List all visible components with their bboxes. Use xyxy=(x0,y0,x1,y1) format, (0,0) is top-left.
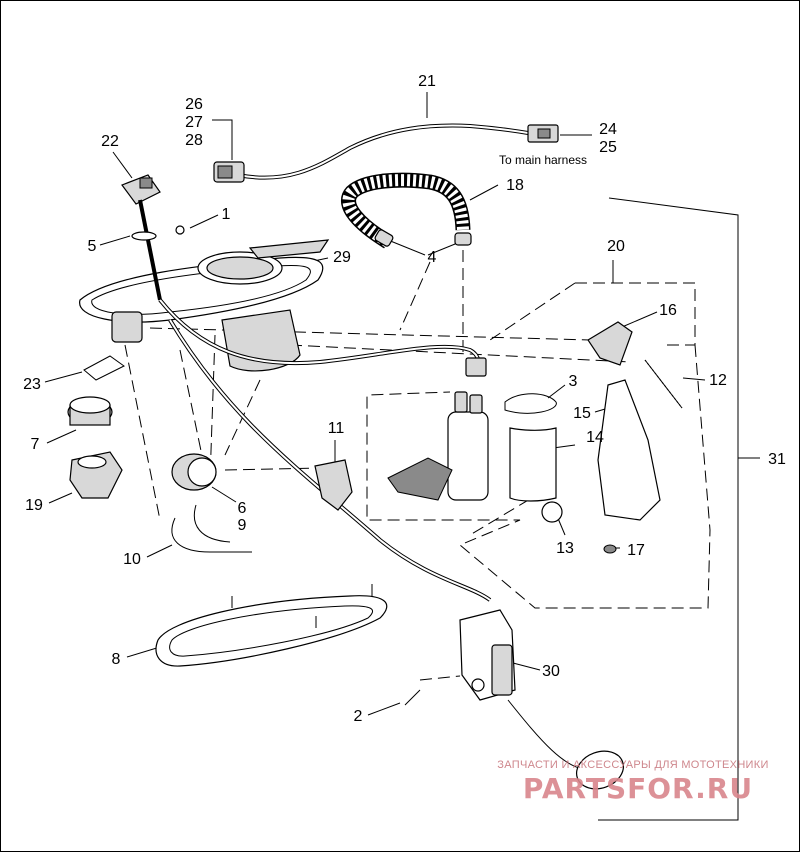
bracket-15 xyxy=(597,379,661,521)
heat-shield-29 xyxy=(248,239,330,259)
callout-7: 7 xyxy=(31,436,40,453)
hose-9 xyxy=(193,504,231,543)
internal-wiring xyxy=(158,298,492,602)
callout-24: 24 xyxy=(599,121,617,138)
callout-28: 28 xyxy=(185,132,203,149)
fuel-hose-18 xyxy=(341,172,472,249)
hose-10 xyxy=(171,517,252,553)
callout-22: 22 xyxy=(101,133,119,150)
callout-2: 2 xyxy=(354,708,363,725)
callout-16: 16 xyxy=(659,302,677,319)
watermark-brand: PARTSFOR.RU xyxy=(523,772,753,805)
callout-18: 18 xyxy=(506,177,524,194)
callout-9: 9 xyxy=(238,517,247,534)
callout-17: 17 xyxy=(627,542,645,559)
callout-8: 8 xyxy=(112,651,121,668)
screw-2 xyxy=(404,689,421,706)
pump-flange-plate xyxy=(79,225,330,372)
callout-21: 21 xyxy=(418,73,436,90)
callout-19: 19 xyxy=(25,497,43,514)
callout-14: 14 xyxy=(586,429,604,446)
callout-6: 6 xyxy=(238,500,247,517)
regulator-components xyxy=(67,355,252,553)
hose-clamp-4a xyxy=(374,229,394,247)
fuel-level-sender-30 xyxy=(404,609,624,790)
callout-23: 23 xyxy=(23,376,41,393)
pump-sleeve-14 xyxy=(509,427,557,502)
callout-13: 13 xyxy=(556,540,574,557)
to-main-harness-note: To main harness xyxy=(499,153,587,167)
callout-15: 15 xyxy=(573,405,591,422)
pump-wire-connector xyxy=(465,357,487,377)
float xyxy=(576,750,624,790)
callout-1: 1 xyxy=(222,206,231,223)
callout-3: 3 xyxy=(569,373,578,390)
o-ring-5 xyxy=(131,231,157,241)
pump-clamp-3 xyxy=(504,393,557,414)
callout-26: 26 xyxy=(185,96,203,113)
callout-31: 31 xyxy=(768,451,786,468)
callout-5: 5 xyxy=(88,238,97,255)
wire-harness-21 xyxy=(213,123,559,183)
leader-lines xyxy=(44,92,760,821)
watermark: ЗАПЧАСТИ И АКСЕССУАРЫ ДЛЯ МОТОТЕХНИКИ PA… xyxy=(497,759,768,805)
gasket-8 xyxy=(155,584,388,667)
shield-11 xyxy=(314,459,353,511)
retainer-13 xyxy=(541,501,563,523)
hose-clamp-4b xyxy=(454,232,472,246)
pump-bracket xyxy=(587,321,683,554)
clip-23 xyxy=(83,355,125,381)
callout-labels: 21 26 27 28 24 25 To main harness 22 18 … xyxy=(23,73,786,725)
screw-1 xyxy=(175,225,185,235)
bracket-16 xyxy=(587,321,633,366)
callout-29: 29 xyxy=(333,249,351,266)
fuel-pump-body xyxy=(447,411,489,501)
sensor-22 xyxy=(121,174,162,301)
callout-30: 30 xyxy=(542,663,560,680)
fuel-pump-assembly xyxy=(387,391,563,523)
callout-4: 4 xyxy=(428,249,437,266)
callout-27: 27 xyxy=(185,114,203,131)
nut-17 xyxy=(603,544,617,554)
callout-11: 11 xyxy=(328,420,345,437)
callout-10: 10 xyxy=(123,551,141,568)
flange-valve-body xyxy=(111,311,143,343)
fuel-filter-strainer xyxy=(387,457,453,501)
callout-20: 20 xyxy=(607,238,625,255)
callout-12: 12 xyxy=(709,372,727,389)
watermark-tagline: ЗАПЧАСТИ И АКСЕССУАРЫ ДЛЯ МОТОТЕХНИКИ xyxy=(497,759,768,771)
callout-25: 25 xyxy=(599,139,617,156)
spring-12 xyxy=(644,359,683,409)
